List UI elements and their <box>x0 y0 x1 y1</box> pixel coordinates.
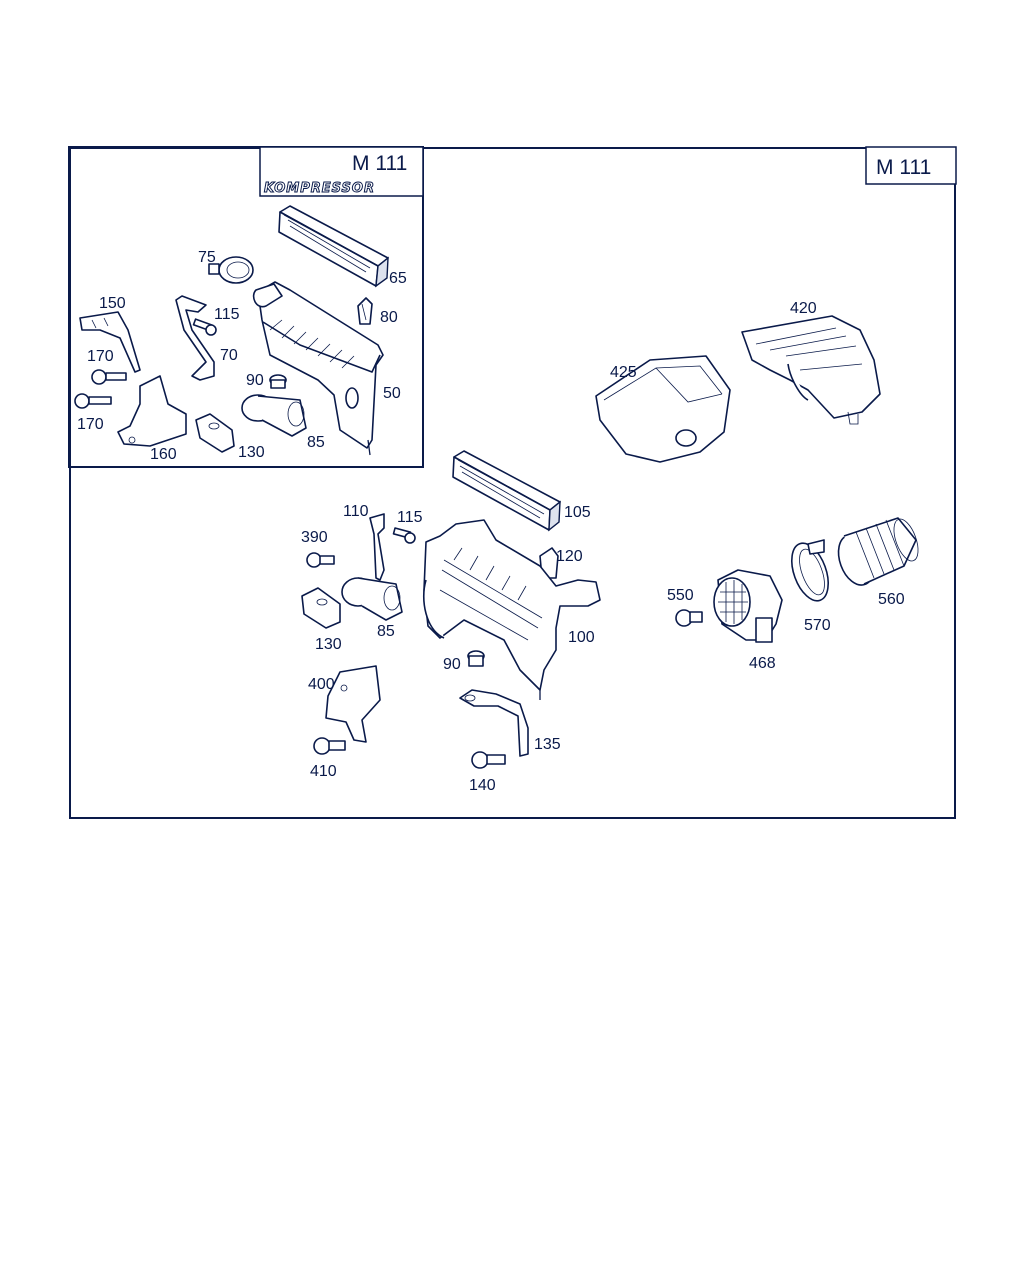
intake-filter-130b <box>301 587 341 629</box>
label-425: 425 <box>610 364 637 381</box>
label-130a: 130 <box>238 444 265 461</box>
air-mass-sensor-468 <box>713 569 783 643</box>
clip-80 <box>357 297 373 325</box>
label-90b: 90 <box>443 656 461 673</box>
main-model-label: M 111 <box>876 156 931 179</box>
label-570: 570 <box>804 617 831 634</box>
label-85a: 85 <box>307 434 325 451</box>
label-170a: 170 <box>87 348 114 365</box>
label-410: 410 <box>310 763 337 780</box>
support-70 <box>175 295 215 381</box>
plate-400 <box>325 665 381 743</box>
bracket-150 <box>79 311 141 373</box>
bolt-115a <box>192 318 217 336</box>
bracket-110 <box>369 513 385 581</box>
label-468: 468 <box>749 655 776 672</box>
label-160: 160 <box>150 446 177 463</box>
label-390: 390 <box>301 529 328 546</box>
bolt-550 <box>675 609 703 627</box>
label-50: 50 <box>383 385 401 402</box>
label-115b: 115 <box>397 509 423 526</box>
bolt-410 <box>313 737 346 755</box>
label-170b: 170 <box>77 416 104 433</box>
filter-element-65 <box>278 205 389 288</box>
bolt-390 <box>306 552 335 568</box>
bolt-170a <box>91 369 127 385</box>
label-70: 70 <box>220 347 238 364</box>
filter-box-425 <box>595 355 731 463</box>
bolt-170b <box>74 393 112 409</box>
bracket-135 <box>459 689 529 757</box>
label-560: 560 <box>878 591 905 608</box>
grommet-90a <box>269 374 287 389</box>
label-85b: 85 <box>377 623 395 640</box>
air-cleaner-housing-100 <box>422 519 601 700</box>
bolt-115b <box>392 527 416 544</box>
plate-160 <box>117 375 187 447</box>
label-90a: 90 <box>246 372 264 389</box>
label-120: 120 <box>556 548 583 565</box>
label-420: 420 <box>790 300 817 317</box>
label-550: 550 <box>667 587 694 604</box>
label-135: 135 <box>534 736 561 753</box>
inset-box <box>68 146 424 468</box>
filter-element-105 <box>452 450 561 532</box>
label-65: 65 <box>389 270 407 287</box>
inset-title-box <box>259 146 424 197</box>
air-cleaner-housing-50 <box>252 281 384 456</box>
label-110: 110 <box>343 503 369 520</box>
bolt-140 <box>471 751 506 769</box>
intake-hose-85a <box>241 394 307 437</box>
inset-model-label: M 111 <box>352 152 407 175</box>
label-100: 100 <box>568 629 595 646</box>
label-400: 400 <box>308 676 335 693</box>
clamp-75 <box>208 256 254 284</box>
intake-filter-130a <box>195 413 235 453</box>
label-115a: 115 <box>214 306 240 323</box>
label-140: 140 <box>469 777 496 794</box>
label-130b: 130 <box>315 636 342 653</box>
intake-hose-560 <box>837 517 919 586</box>
intake-hose-85b <box>341 577 403 621</box>
label-75: 75 <box>198 249 216 266</box>
inset-variant-label: KOMPRESSOR <box>264 181 375 196</box>
label-80: 80 <box>380 309 398 326</box>
grommet-90b <box>467 650 485 667</box>
main-title-box <box>865 146 957 185</box>
clamp-570 <box>790 539 830 602</box>
label-105: 105 <box>564 504 591 521</box>
diagram-frame <box>69 147 956 819</box>
label-150: 150 <box>99 295 126 312</box>
cover-420 <box>741 315 881 425</box>
